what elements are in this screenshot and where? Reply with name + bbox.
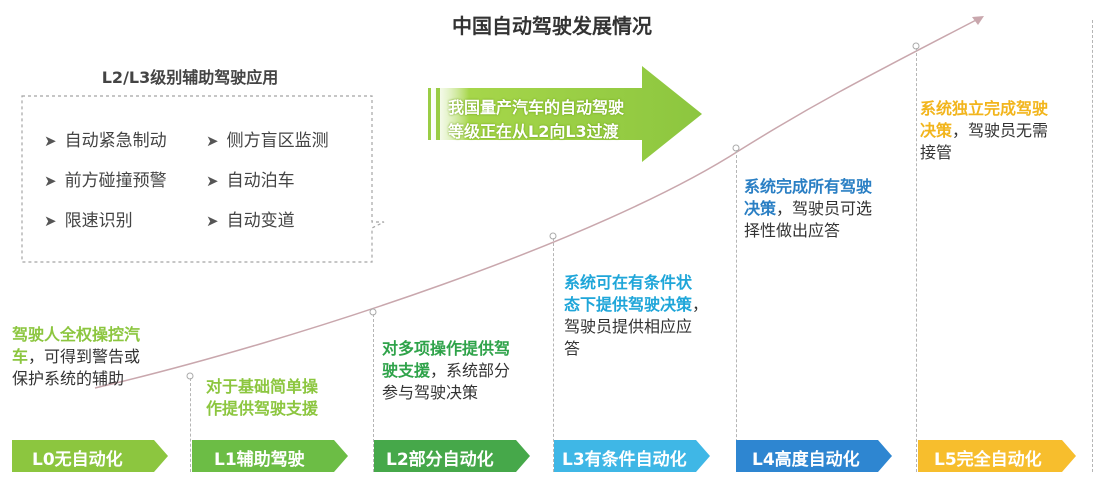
arrow-stripe xyxy=(436,88,440,140)
level-chevron-l3 xyxy=(554,440,710,472)
chevron-right-icon: ➤ xyxy=(44,132,57,150)
level-desc-l3: 系统可在有条件状 态下提供驾驶决策， 驾驶员提供相应应 答 xyxy=(564,272,734,360)
level-desc-l5: 系统独立完成驾驶 决策，驾驶员无需 接管 xyxy=(920,98,1092,164)
chevron-right-icon: ➤ xyxy=(206,172,219,190)
desc-text: ，系统部分 xyxy=(430,361,511,380)
curve-arrowhead xyxy=(972,16,984,25)
desc-highlight: 驶支援 xyxy=(382,361,431,380)
level-label-l5: L5完全自动化 xyxy=(934,450,1042,470)
desc-text: 择性做出应答 xyxy=(744,221,841,240)
arrow-note-line: 我国量产汽车的自动驾驶 xyxy=(448,98,625,117)
level-label-l1: L1辅助驾驶 xyxy=(214,450,305,470)
desc-text: ，可得到警告或 xyxy=(28,347,141,366)
desc-highlight: 对于基础简单操 xyxy=(206,377,319,396)
separator-l1 xyxy=(190,378,191,472)
desc-text: 答 xyxy=(564,339,581,358)
desc-highlight: 决策 xyxy=(920,121,953,140)
arrow-note: 我国量产汽车的自动驾驶 等级正在从L2向L3过渡 xyxy=(448,96,688,144)
level-label-l3: L3有条件自动化 xyxy=(562,450,687,470)
separator-l5 xyxy=(916,48,917,472)
level-chevron-l1 xyxy=(192,440,348,472)
desc-highlight: 态下提供驾驶决策 xyxy=(564,295,693,314)
callout-feature: ➤自动变道 xyxy=(206,211,295,231)
desc-text: 接管 xyxy=(920,143,953,162)
separator-l3 xyxy=(553,238,554,472)
desc-highlight: 决策 xyxy=(744,199,777,218)
arrow-stripe xyxy=(428,88,431,140)
callout-title: L2/L3级别辅助驾驶应用 xyxy=(101,68,279,87)
arrow-shape xyxy=(428,66,702,162)
desc-highlight: 系统可在有条件状 xyxy=(564,273,693,292)
level-chevron-l0 xyxy=(12,440,168,472)
level-desc-l2: 对多项操作提供驾 驶支援，系统部分 参与驾驶决策 xyxy=(382,338,554,404)
curve-path xyxy=(94,17,981,389)
chevron-right-icon: ➤ xyxy=(44,212,57,230)
separator-l4 xyxy=(736,150,737,472)
level-label-l2: L2部分自动化 xyxy=(386,450,494,470)
callout-feature: ➤限速识别 xyxy=(44,211,133,231)
desc-text: ，驾驶员无需 xyxy=(952,121,1049,140)
chevron-right-icon: ➤ xyxy=(206,132,219,150)
level-label-l4: L4高度自动化 xyxy=(752,450,860,470)
callout-feature: ➤自动泊车 xyxy=(206,171,295,191)
desc-highlight: 驾驶人全权操控汽 xyxy=(12,325,141,344)
level-desc-l4: 系统完成所有驾驶 决策，驾驶员可选 择性做出应答 xyxy=(744,176,914,242)
level-desc-l0: 驾驶人全权操控汽 车，可得到警告或 保护系统的辅助 xyxy=(12,324,188,390)
level-chevron-l4 xyxy=(736,440,892,472)
callout-feature: ➤自动紧急制动 xyxy=(44,131,167,151)
chevron-right-icon: ➤ xyxy=(44,172,57,190)
desc-highlight: 系统完成所有驾驶 xyxy=(744,177,873,196)
separator-end xyxy=(1092,20,1093,472)
desc-text: 保护系统的辅助 xyxy=(12,369,125,388)
callout-feature: ➤侧方盲区监测 xyxy=(206,131,329,151)
page-title: 中国自动驾驶发展情况 xyxy=(452,14,652,38)
level-label-l0: L0无自动化 xyxy=(32,450,123,470)
chevron-right-icon: ➤ xyxy=(206,212,219,230)
level-desc-l1: 对于基础简单操 作提供驾驶支援 xyxy=(206,376,376,420)
level-chevron-l2 xyxy=(374,440,530,472)
desc-highlight: 作提供驾驶支援 xyxy=(206,399,319,418)
desc-highlight: 系统独立完成驾驶 xyxy=(920,99,1049,118)
callout-feature: ➤前方碰撞预警 xyxy=(44,171,167,191)
desc-text: ，驾驶员可选 xyxy=(776,199,873,218)
level-chevron-l5 xyxy=(918,440,1076,472)
desc-text: ， xyxy=(692,295,709,314)
desc-highlight: 对多项操作提供驾 xyxy=(382,339,511,358)
desc-highlight: 车 xyxy=(12,347,29,366)
desc-text: 驾驶员提供相应应 xyxy=(564,317,693,336)
desc-text: 参与驾驶决策 xyxy=(382,383,479,402)
separator-l2 xyxy=(373,314,374,472)
arrow-note-line: 等级正在从L2向L3过渡 xyxy=(448,122,619,141)
